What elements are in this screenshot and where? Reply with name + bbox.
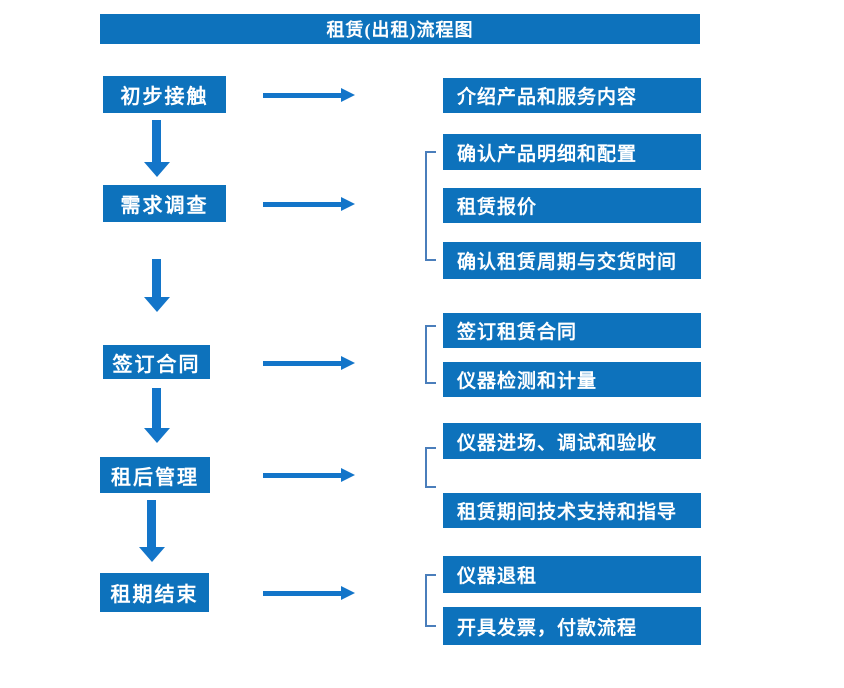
arrow-head-icon xyxy=(341,197,355,211)
arrow-shaft xyxy=(152,259,161,297)
flowchart-title: 租赁(出租)流程图 xyxy=(100,14,700,44)
right-arrow-stage-1 xyxy=(263,88,355,102)
right-arrow-stage-5 xyxy=(263,586,355,600)
detail-box-instrument-testing: 仪器检测和计量 xyxy=(443,362,701,397)
down-arrow-2 xyxy=(144,259,170,312)
down-arrow-1 xyxy=(144,120,170,177)
arrow-shaft xyxy=(152,388,161,428)
stage-box-rental-end: 租期结束 xyxy=(100,573,209,612)
detail-box-rental-quote: 租赁报价 xyxy=(443,188,701,223)
right-arrow-stage-4 xyxy=(263,468,355,482)
arrow-head-icon xyxy=(139,547,165,562)
right-arrow-stage-3 xyxy=(263,356,355,370)
arrow-head-icon xyxy=(341,586,355,600)
stage-box-post-rental-management: 租后管理 xyxy=(100,457,210,493)
detail-box-confirm-product-config: 确认产品明细和配置 xyxy=(443,134,701,170)
arrow-head-icon xyxy=(144,297,170,312)
stage-box-demand-survey: 需求调查 xyxy=(103,185,226,222)
detail-box-introduce-products: 介绍产品和服务内容 xyxy=(443,78,701,113)
detail-box-tech-support: 租赁期间技术支持和指导 xyxy=(443,493,701,528)
down-arrow-4 xyxy=(139,500,165,562)
bracket-stage-3 xyxy=(425,325,436,384)
right-arrow-stage-2 xyxy=(263,197,355,211)
detail-box-confirm-period-delivery: 确认租赁周期与交货时间 xyxy=(443,242,701,279)
detail-box-instrument-return: 仪器退租 xyxy=(443,556,701,593)
arrow-head-icon xyxy=(144,428,170,443)
bracket-stage-5 xyxy=(425,574,436,627)
bracket-stage-4 xyxy=(425,447,436,488)
arrow-shaft xyxy=(147,500,156,547)
arrow-head-icon xyxy=(341,356,355,370)
arrow-shaft xyxy=(263,93,341,98)
arrow-shaft xyxy=(152,120,161,162)
arrow-shaft xyxy=(263,591,341,596)
arrow-head-icon xyxy=(144,162,170,177)
arrow-shaft xyxy=(263,473,341,478)
arrow-shaft xyxy=(263,361,341,366)
arrow-shaft xyxy=(263,202,341,207)
arrow-head-icon xyxy=(341,468,355,482)
bracket-stage-2 xyxy=(425,151,436,261)
detail-box-sign-rental-contract: 签订租赁合同 xyxy=(443,313,701,348)
detail-box-instrument-entry-acceptance: 仪器进场、调试和验收 xyxy=(443,423,701,459)
stage-box-sign-contract: 签订合同 xyxy=(103,345,210,379)
arrow-head-icon xyxy=(341,88,355,102)
down-arrow-3 xyxy=(144,388,170,443)
stage-box-initial-contact: 初步接触 xyxy=(103,76,226,113)
detail-box-invoice-payment: 开具发票，付款流程 xyxy=(443,607,701,645)
